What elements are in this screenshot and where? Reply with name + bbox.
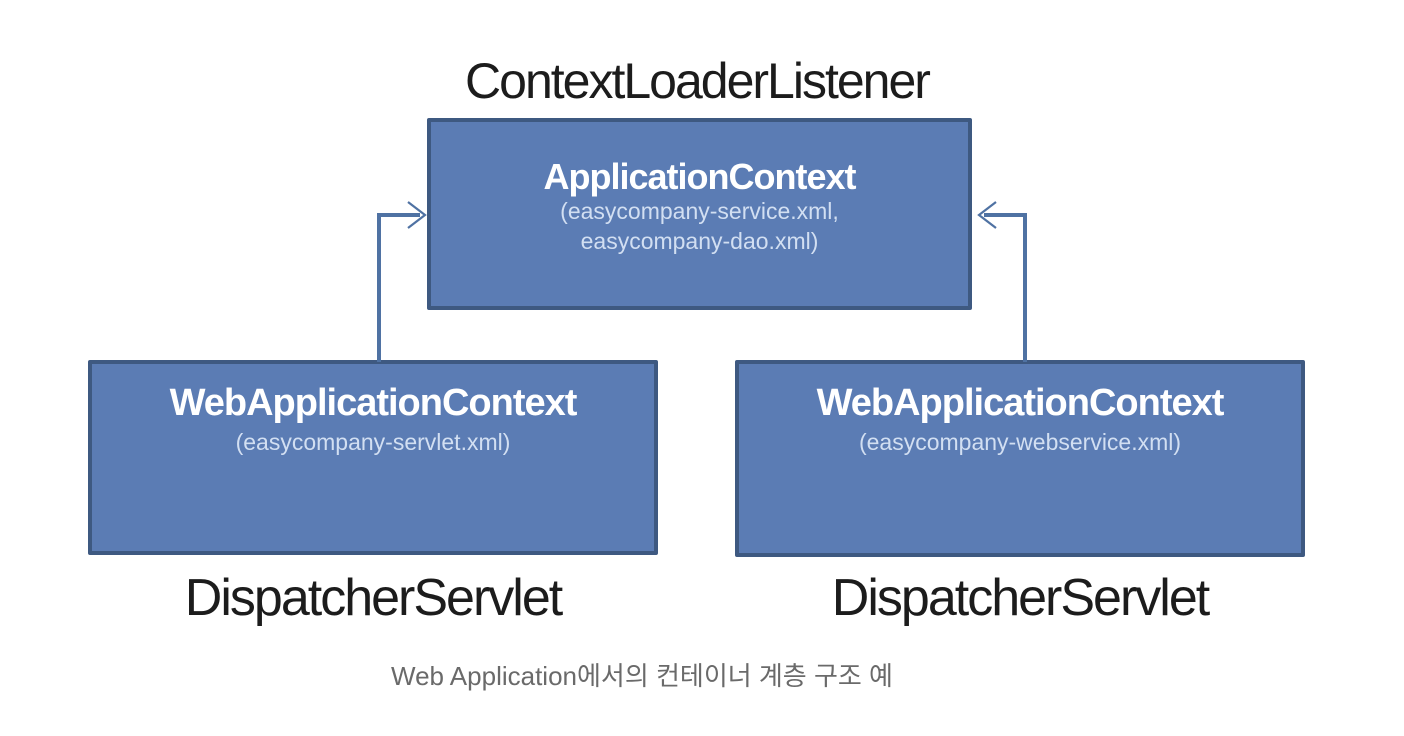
- dispatcher-servlet-label-right: DispatcherServlet: [831, 569, 1210, 627]
- application-context-box: ApplicationContext (easycompany-service.…: [427, 118, 972, 310]
- application-context-title: ApplicationContext: [543, 156, 857, 197]
- right-arrowhead-icon: [977, 201, 997, 229]
- right-elbow-arrow-line: [984, 213, 1027, 362]
- dispatcher-servlet-label-left: DispatcherServlet: [184, 569, 563, 627]
- application-context-config-line2: easycompany-dao.xml): [580, 228, 819, 255]
- context-loader-listener-label: ContextLoaderListener: [465, 53, 931, 109]
- left-arrowhead-icon: [407, 201, 427, 229]
- application-context-config-line1: (easycompany-service.xml,: [560, 198, 839, 225]
- left-elbow-arrow-line: [377, 213, 420, 362]
- web-application-context-box-left: WebApplicationContext (easycompany-servl…: [88, 360, 658, 555]
- figure-caption: Web Application에서의 컨테이너 계층 구조 예: [391, 661, 893, 691]
- web-application-context-box-right: WebApplicationContext (easycompany-webse…: [735, 360, 1305, 557]
- web-application-context-left-config: (easycompany-servlet.xml): [235, 428, 511, 455]
- web-application-context-right-title: WebApplicationContext: [816, 382, 1225, 424]
- web-application-context-right-config: (easycompany-webservice.xml): [858, 428, 1182, 455]
- web-application-context-left-title: WebApplicationContext: [169, 382, 578, 424]
